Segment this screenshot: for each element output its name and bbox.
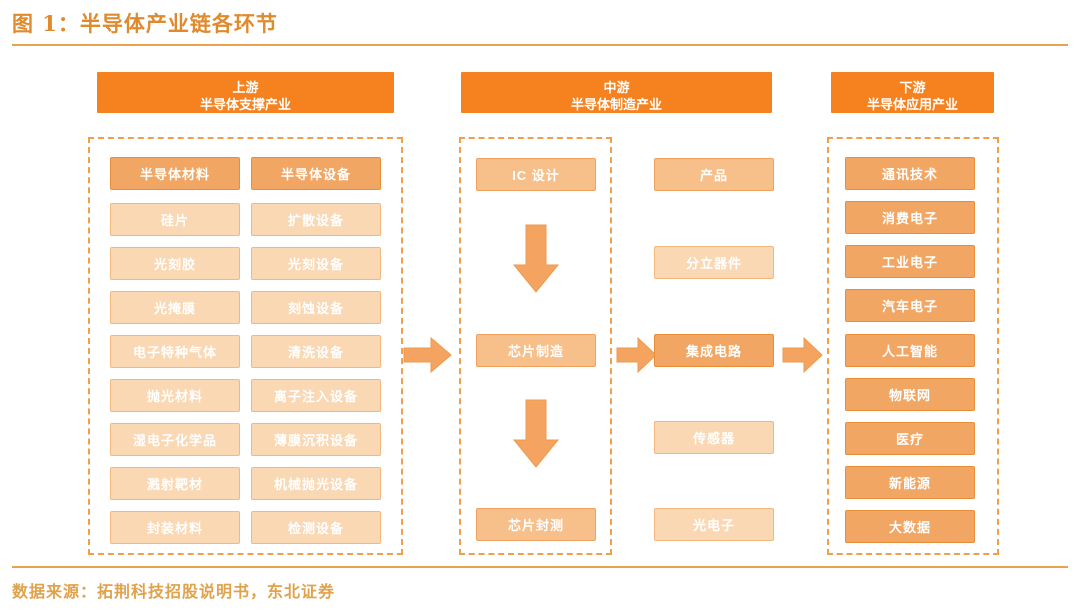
- midstream-product-item[interactable]: 传感器: [654, 421, 774, 454]
- section-header-downstream: 下游 半导体应用产业: [831, 72, 994, 113]
- upstream-equipment-item[interactable]: 检测设备: [251, 511, 381, 544]
- upstream-materials-item[interactable]: 溅射靶材: [110, 467, 240, 500]
- upstream-header-title: 上游: [232, 80, 259, 95]
- arrow-upstream-to-midstream: [403, 336, 452, 374]
- arrow-process-to-products: [616, 336, 657, 374]
- upstream-materials-item[interactable]: 光掩膜: [110, 291, 240, 324]
- midstream-process-node-fabrication[interactable]: 芯片制造: [476, 334, 596, 367]
- downstream-item-new-energy[interactable]: 新能源: [845, 466, 975, 499]
- downstream-item-communications[interactable]: 通讯技术: [845, 157, 975, 190]
- arrow-design-to-fab: [512, 224, 560, 293]
- downstream-item-internet-of-things[interactable]: 物联网: [845, 378, 975, 411]
- upstream-materials-item[interactable]: 湿电子化学品: [110, 423, 240, 456]
- upstream-materials-item[interactable]: 抛光材料: [110, 379, 240, 412]
- midstream-process-container: [459, 137, 612, 555]
- footer-divider: [12, 566, 1068, 568]
- midstream-process-node-design[interactable]: IC 设计: [476, 158, 596, 191]
- downstream-item-big-data[interactable]: 大数据: [845, 510, 975, 543]
- upstream-header-subtitle: 半导体支撑产业: [199, 97, 291, 112]
- downstream-header-subtitle: 半导体应用产业: [866, 97, 958, 112]
- upstream-materials-item[interactable]: 封装材料: [110, 511, 240, 544]
- midstream-product-item[interactable]: 光电子: [654, 508, 774, 541]
- downstream-item-medical[interactable]: 医疗: [845, 422, 975, 455]
- midstream-header-subtitle: 半导体制造产业: [570, 97, 662, 112]
- arrow-fab-to-package: [512, 399, 560, 468]
- midstream-process-node-packaging-testing[interactable]: 芯片封测: [476, 508, 596, 541]
- midstream-products-header[interactable]: 产品: [654, 158, 774, 191]
- figure-title: 图 1：半导体产业链各环节: [12, 11, 278, 36]
- downstream-item-industrial-electronics[interactable]: 工业电子: [845, 245, 975, 278]
- upstream-equipment-item[interactable]: 薄膜沉积设备: [251, 423, 381, 456]
- upstream-equipment-item[interactable]: 离子注入设备: [251, 379, 381, 412]
- upstream-equipment-item[interactable]: 清洗设备: [251, 335, 381, 368]
- upstream-equipment-item[interactable]: 机械抛光设备: [251, 467, 381, 500]
- upstream-materials-item[interactable]: 电子特种气体: [110, 335, 240, 368]
- downstream-item-artificial-intelligence[interactable]: 人工智能: [845, 334, 975, 367]
- section-header-upstream: 上游 半导体支撑产业: [97, 72, 394, 113]
- upstream-materials-item[interactable]: 硅片: [110, 203, 240, 236]
- arrow-midstream-to-downstream: [782, 336, 823, 374]
- midstream-header-title: 中游: [603, 80, 630, 95]
- source-note: 数据来源：拓荆科技招股说明书，东北证券: [12, 582, 336, 601]
- upstream-container: [88, 137, 403, 555]
- upstream-equipment-header[interactable]: 半导体设备: [251, 157, 381, 190]
- title-divider: [12, 44, 1068, 46]
- upstream-equipment-item[interactable]: 扩散设备: [251, 203, 381, 236]
- downstream-item-automotive-electronics[interactable]: 汽车电子: [845, 289, 975, 322]
- downstream-container: [827, 137, 999, 555]
- upstream-equipment-item[interactable]: 光刻设备: [251, 247, 381, 280]
- upstream-materials-header[interactable]: 半导体材料: [110, 157, 240, 190]
- upstream-equipment-item[interactable]: 刻蚀设备: [251, 291, 381, 324]
- section-header-midstream: 中游 半导体制造产业: [461, 72, 772, 113]
- downstream-item-consumer-electronics[interactable]: 消费电子: [845, 201, 975, 234]
- midstream-product-item[interactable]: 集成电路: [654, 334, 774, 367]
- downstream-header-title: 下游: [899, 80, 926, 95]
- upstream-materials-item[interactable]: 光刻胶: [110, 247, 240, 280]
- midstream-product-item[interactable]: 分立器件: [654, 246, 774, 279]
